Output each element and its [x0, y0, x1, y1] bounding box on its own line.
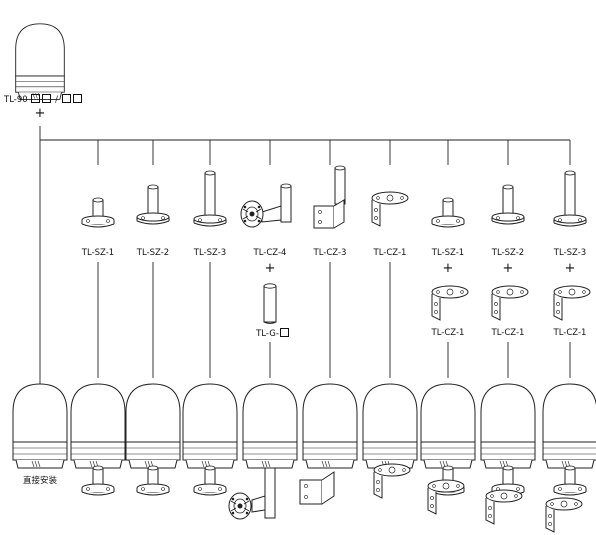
label-top-3: TL-SZ-3 [193, 248, 227, 258]
mount-sz2-b [491, 184, 525, 225]
bottom-lamp-9 [480, 383, 536, 469]
assembled-cz4 [228, 467, 276, 520]
code-box-icon [61, 94, 71, 103]
bracket-cz1-b [431, 285, 469, 321]
label-pole: TL-G- [250, 328, 296, 339]
assembled-cz1-a [373, 463, 411, 499]
mount-sz1-a [81, 197, 115, 228]
direct-install-label: 直接安装 [22, 476, 57, 486]
pole-tl-g [263, 283, 277, 324]
code-box-icon [72, 94, 82, 103]
code-box-icon [31, 94, 41, 103]
bottom-lamp-6 [302, 383, 358, 469]
plus-sz1: + [442, 261, 454, 276]
label-top-2: TL-SZ-2 [136, 248, 170, 258]
assembled-cz1-c [485, 489, 523, 525]
mount-cz1-a [371, 191, 409, 227]
connector-lines [39, 126, 571, 390]
plus-cz4: + [264, 261, 276, 276]
label-bracket-2: TL-CZ-1 [491, 328, 525, 338]
mount-sz3-a [193, 170, 227, 227]
bottom-lamp-5 [242, 383, 298, 469]
label-top-1: TL-SZ-1 [81, 248, 115, 258]
bracket-cz1-c [491, 285, 529, 321]
assembled-cz3 [299, 471, 335, 505]
bracket-cz1-d [553, 285, 591, 321]
bottom-lamp-1 [12, 383, 68, 469]
mount-sz3-b [553, 170, 587, 227]
assembled-sz2-a [136, 465, 170, 496]
bottom-lamp-7 [362, 383, 418, 469]
pole-label-text: TL-G- [256, 329, 279, 339]
label-top-8: TL-SZ-2 [491, 248, 525, 258]
code-box-icon [42, 94, 52, 103]
model-slash: / [55, 95, 58, 105]
bottom-lamp-4 [182, 383, 238, 469]
plus-sz3: + [564, 261, 576, 276]
label-bracket-3: TL-CZ-1 [553, 328, 587, 338]
mount-sz1-b [431, 197, 465, 228]
label-bracket-1: TL-CZ-1 [431, 328, 465, 338]
mount-cz3 [313, 165, 346, 229]
label-top-9: TL-SZ-3 [553, 248, 587, 258]
label-top-4: TL-CZ-4 [253, 248, 287, 258]
bottom-lamp-8 [420, 383, 476, 469]
label-top-7: TL-SZ-1 [431, 248, 465, 258]
bottom-lamp-3 [125, 383, 181, 469]
mount-cz4 [240, 183, 292, 228]
model-prefix: TL-90 [4, 95, 28, 105]
assembled-cz1-d [545, 497, 583, 533]
bottom-lamp-10 [542, 383, 596, 469]
top-lamp [15, 23, 65, 100]
label-top-5: TL-CZ-3 [313, 248, 347, 258]
code-box-icon [279, 328, 289, 337]
plus-sz2: + [502, 261, 514, 276]
bottom-lamp-2 [70, 383, 126, 469]
assembled-sz1-a [81, 465, 115, 496]
plus-top: + [34, 106, 46, 121]
mount-sz2-a [136, 184, 170, 225]
label-top-6: TL-CZ-1 [373, 248, 407, 258]
assembled-sz3-a [193, 465, 227, 496]
model-label: TL-90 / [4, 94, 83, 105]
assembled-cz1-b [427, 479, 465, 515]
assembled-sz3-b [553, 465, 587, 496]
